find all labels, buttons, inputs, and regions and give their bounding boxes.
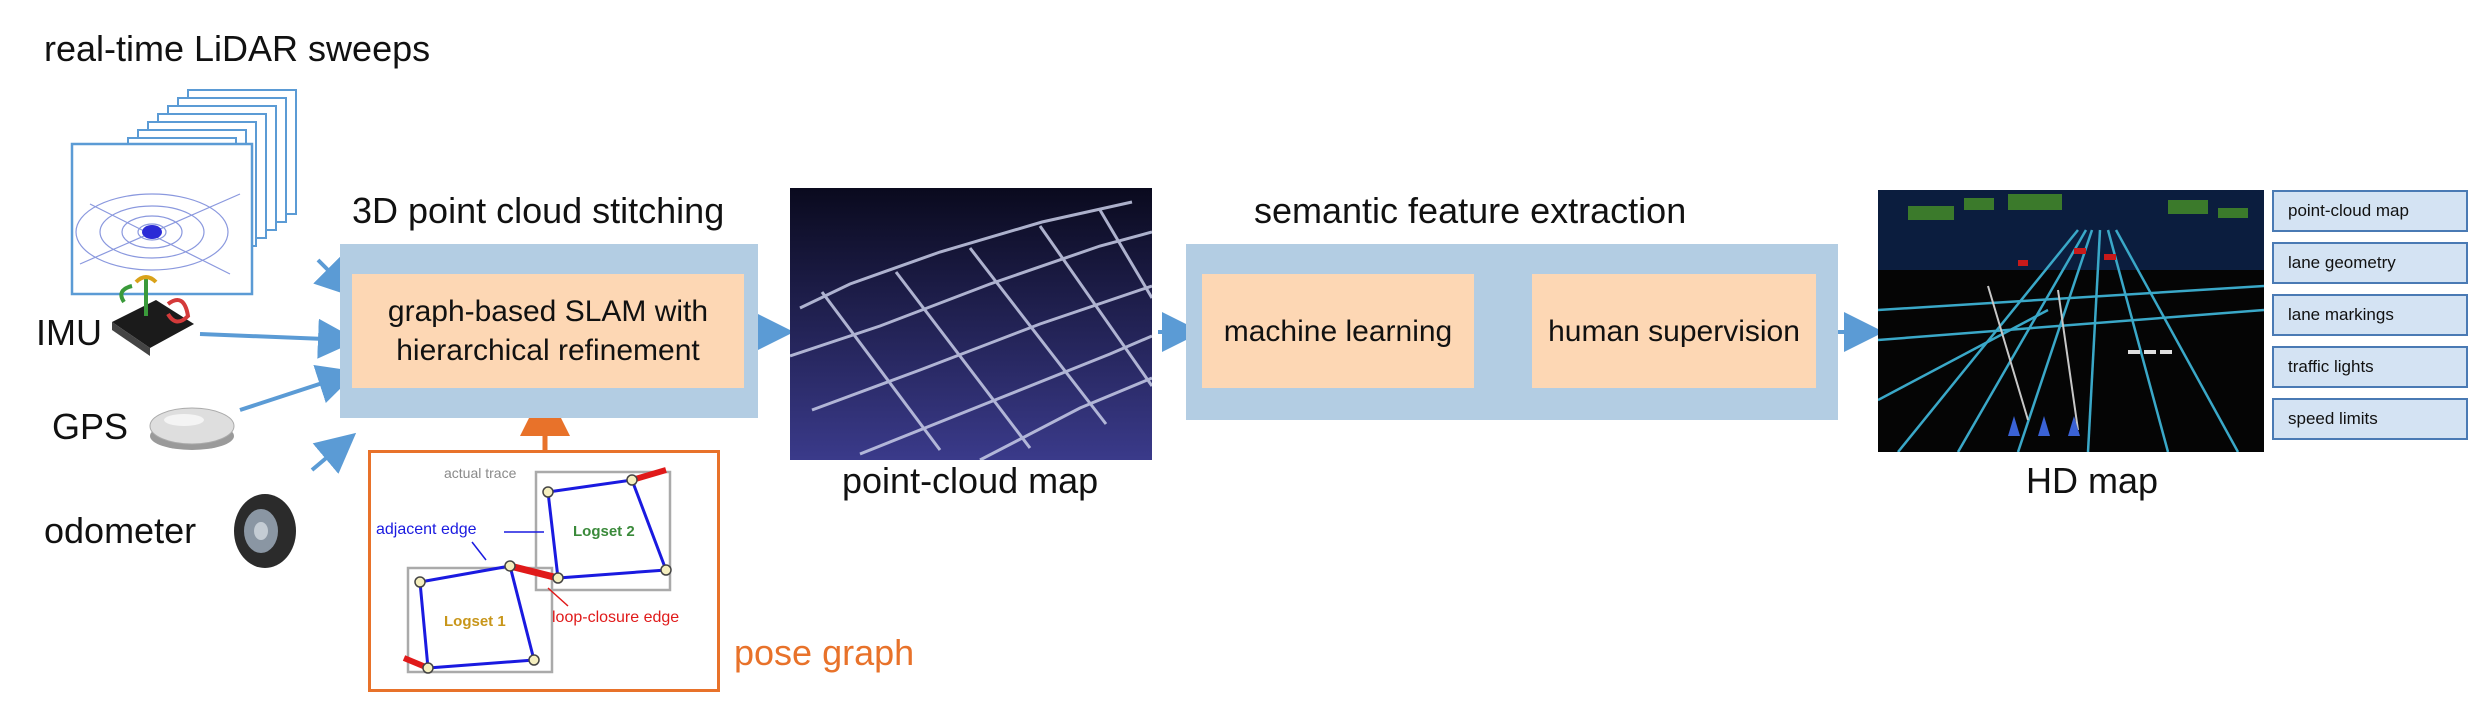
layer-lane-geometry: lane geometry: [2272, 242, 2468, 284]
point-cloud-map-label: point-cloud map: [842, 460, 1099, 501]
semantic-title: semantic feature extraction: [1254, 190, 1687, 231]
logset-1-label: Logset 1: [444, 613, 506, 630]
pose-node: [542, 486, 554, 498]
adjacent-edge-label: adjacent edge: [376, 521, 477, 538]
gps-label: GPS: [52, 406, 129, 447]
machine-learning-label: machine learning: [1223, 314, 1453, 348]
arrow-odometer-to-slam: [310, 432, 357, 474]
pose-graph-label: pose graph: [734, 632, 915, 673]
pose-node: [422, 662, 434, 674]
layer-traffic-lights: traffic lights: [2272, 346, 2468, 388]
arrow-gps-to-slam: [239, 364, 358, 412]
pose-node: [552, 572, 564, 584]
lidar-sweeps-stack: [70, 89, 297, 296]
machine-learning-box: machine learning: [1202, 274, 1474, 388]
slam-box-line-1: graph-based SLAM with: [387, 295, 709, 328]
imu-label: IMU: [36, 312, 102, 353]
layer-point-cloud-map: point-cloud map: [2272, 190, 2468, 232]
pose-node: [504, 560, 516, 572]
logset-2-label: Logset 2: [573, 523, 635, 540]
actual-trace-label: actual trace: [444, 465, 517, 481]
gps-receiver-icon: [149, 407, 235, 450]
lidar-frame-front: [70, 142, 254, 296]
layer-lane-markings: lane markings: [2272, 294, 2468, 336]
arrow-imu-to-slam: [199, 318, 358, 359]
pose-graph-figure: actual trace Logset 2 Logset 1 adjacent …: [368, 450, 720, 692]
loop-closure-edge-label: loop-closure edge: [552, 609, 679, 626]
imu-device-icon: [112, 275, 194, 356]
point-cloud-map-image: [790, 188, 1152, 460]
lidar-label: real-time LiDAR sweeps: [44, 28, 431, 69]
slam-box: graph-based SLAM with hierarchical refin…: [352, 274, 744, 388]
hd-map-image: [1878, 190, 2264, 452]
pose-node: [414, 576, 426, 588]
layer-speed-limits: speed limits: [2272, 398, 2468, 440]
pose-node: [660, 564, 672, 576]
hd-map-label: HD map: [2026, 460, 2159, 501]
slam-box-line-2: hierarchical refinement: [396, 334, 700, 367]
odometer-wheel-icon: [234, 494, 296, 568]
pose-node: [528, 654, 540, 666]
odometer-label: odometer: [44, 510, 197, 551]
pose-node: [626, 474, 638, 486]
lidar-vehicle-center: [142, 225, 162, 239]
human-supervision-label: human supervision: [1548, 314, 1800, 348]
hd-map-layer-list: point-cloud map lane geometry lane marki…: [2272, 190, 2468, 446]
human-supervision-box: human supervision: [1532, 274, 1816, 388]
stitching-title: 3D point cloud stitching: [352, 190, 725, 231]
